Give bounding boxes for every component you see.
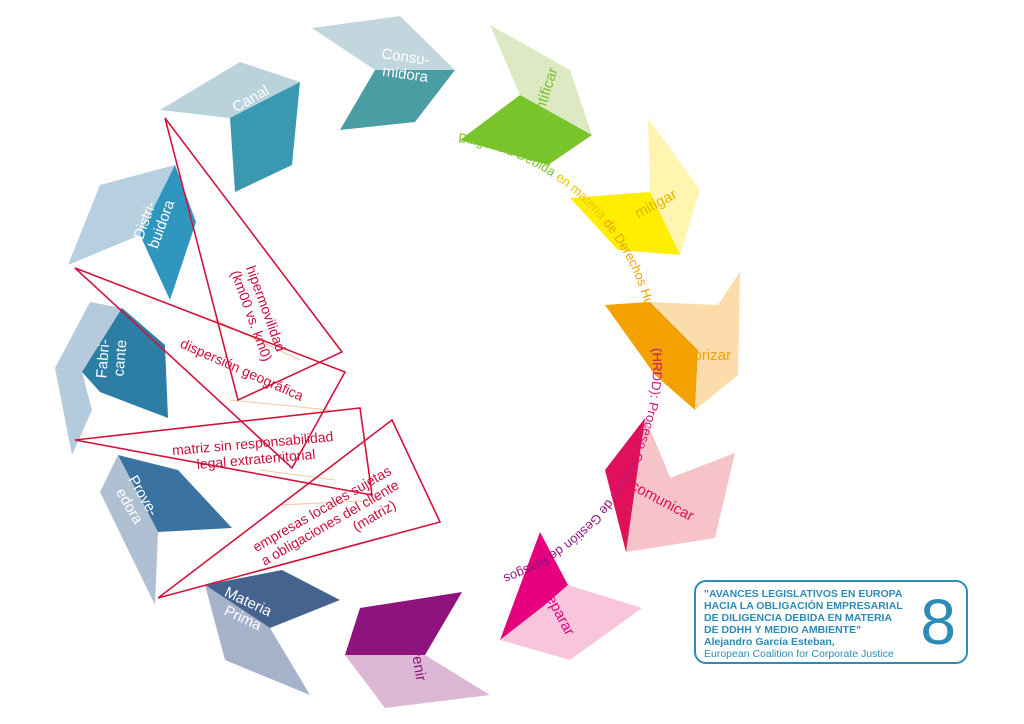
- arrow-prevenir-dark: [345, 592, 462, 655]
- arrow-consumidora-dark: [340, 70, 455, 130]
- arrow-identificar-light: [490, 25, 592, 135]
- arrow-consumidora-light: [312, 16, 455, 70]
- arrow-mitigar-light: [648, 118, 700, 255]
- arrow-consumidora: Consu- midora: [312, 16, 455, 130]
- triangle-hipermovilidad-label: hipermovilidad (km00 vs. km0): [228, 263, 291, 364]
- arrow-materia-prima: Materia Prima: [205, 570, 340, 695]
- publication-number: 8: [920, 586, 956, 658]
- triangle-matriz: [74, 407, 373, 496]
- arrow-monitorizar: monitorizar: [605, 272, 740, 410]
- arrow-distribuidora-light: [68, 165, 175, 265]
- publication-organization: European Coalition for Corporate Justice: [704, 648, 894, 660]
- arrow-prevenir-light: [345, 655, 490, 708]
- arrow-comunicar: comunicar: [605, 418, 735, 552]
- triangle-empresas: [157, 418, 442, 599]
- triangle-hipermovilidad: [164, 117, 344, 402]
- publication-title-line-3: DE DILIGENCIA DEBIDA EN MATERIA: [704, 612, 893, 624]
- arrow-materia-prima-light: [205, 585, 310, 695]
- publication-info-box: "AVANCES LEGISLATIVOS EN EUROPA HACIA LA…: [694, 580, 968, 664]
- arrow-identificar: identificar: [460, 25, 592, 165]
- arrow-distribuidora: Distri- buidora: [68, 165, 196, 300]
- arrow-fabricante-dark: [82, 308, 168, 418]
- risk-triangles: [74, 117, 442, 599]
- arrow-identificar-dark: [460, 95, 592, 165]
- arrow-fabricante-light: [55, 302, 122, 372]
- arrow-monitorizar-light: [650, 272, 740, 410]
- publication-author: Alejandro García Esteban,: [704, 636, 835, 648]
- triangle-dispersion: [74, 267, 347, 470]
- triangle-matriz-label: matriz sin responsabilidad legal extrate…: [171, 428, 339, 474]
- arrow-monitorizar-label: monitorizar: [657, 347, 731, 364]
- publication-title-line-2: HACIA LA OBLIGACIÓN EMPRESARIAL: [704, 600, 903, 612]
- arrow-fabricante-light-lower: [55, 368, 92, 455]
- arrow-canal: Canal: [160, 62, 300, 192]
- arrow-canal-light: [160, 62, 300, 118]
- publication-title-line-1: "AVANCES LEGISLATIVOS EN EUROPA: [704, 588, 903, 600]
- arrow-fabricante-label: Fabri- cante: [93, 334, 131, 380]
- arrow-prevenir: prevenir: [345, 592, 490, 708]
- publication-title-line-4: DE DDHH Y MEDIO AMBIENTE": [704, 624, 862, 636]
- arrow-proveedora-dark: [118, 455, 232, 532]
- arrow-mitigar-dark: [570, 192, 680, 255]
- arrow-reparar-dark: [500, 532, 568, 640]
- arrow-proveedora: Prove- edora: [100, 455, 232, 605]
- arrow-monitorizar-dark: [605, 302, 698, 410]
- arrow-mitigar: mitigar: [570, 118, 700, 255]
- risk-triangle-labels: hipermovilidad (km00 vs. km0) dispersión…: [171, 263, 413, 582]
- arrow-canal-dark: [230, 82, 300, 192]
- arrow-comunicar-light: [626, 418, 735, 552]
- arrow-distribuidora-dark: [140, 165, 196, 300]
- arrow-reparar-light: [500, 585, 642, 660]
- connector-lines: [214, 319, 381, 506]
- publication-info-text: "AVANCES LEGISLATIVOS EN EUROPA HACIA LA…: [704, 588, 914, 660]
- arrow-proveedora-light: [100, 455, 158, 605]
- arrow-consumidora-label: Consu- midora: [378, 45, 435, 86]
- arrow-materia-prima-dark: [205, 570, 340, 628]
- triangle-empresas-label: empresas locales sujetas a obligaciones …: [250, 460, 413, 582]
- arrow-fabricante: Fabri- cante: [55, 302, 168, 455]
- arrow-reparar: reparar: [500, 532, 642, 660]
